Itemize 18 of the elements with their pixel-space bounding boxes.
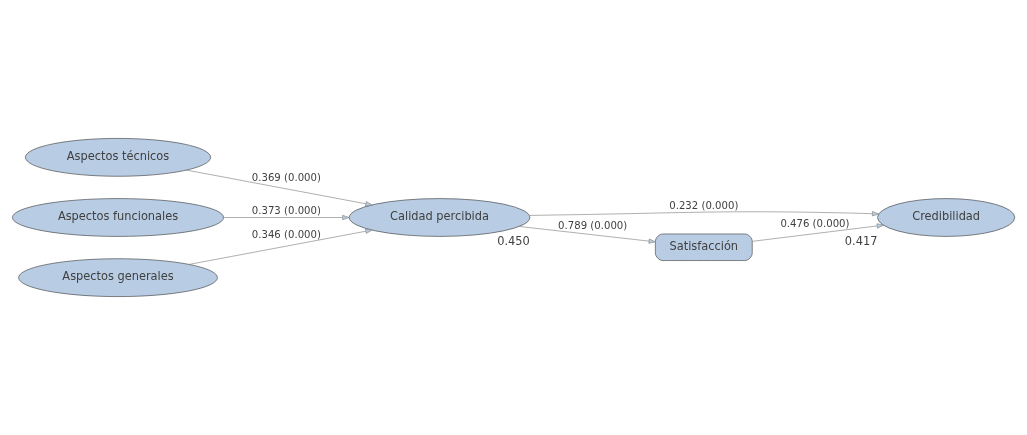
node-ellipse: Aspectos generales: [18, 258, 218, 297]
node-box: Satisfacción: [655, 233, 753, 261]
node-label: 0.417: [844, 234, 878, 249]
node-label: 0.450: [497, 234, 530, 249]
arrow: [752, 223, 884, 242]
node-ellipse: Aspectos técnicos: [25, 138, 211, 177]
edge-label: 0.369 (0.000): [251, 171, 321, 183]
edge-label: 0.373 (0.000): [251, 205, 321, 217]
edge-label: 0.346 (0.000): [251, 228, 321, 240]
node-ellipse: Aspectos funcionales: [12, 198, 224, 237]
arrow: [186, 169, 373, 207]
edge-label: 0.232 (0.000): [669, 199, 739, 211]
edge-label: 0.789 (0.000): [558, 219, 628, 231]
arrow: [518, 226, 656, 244]
edge-label: 0.476 (0.000): [780, 217, 850, 229]
arrow: [223, 214, 350, 221]
arrow: [529, 211, 880, 217]
arrow: [188, 228, 373, 265]
